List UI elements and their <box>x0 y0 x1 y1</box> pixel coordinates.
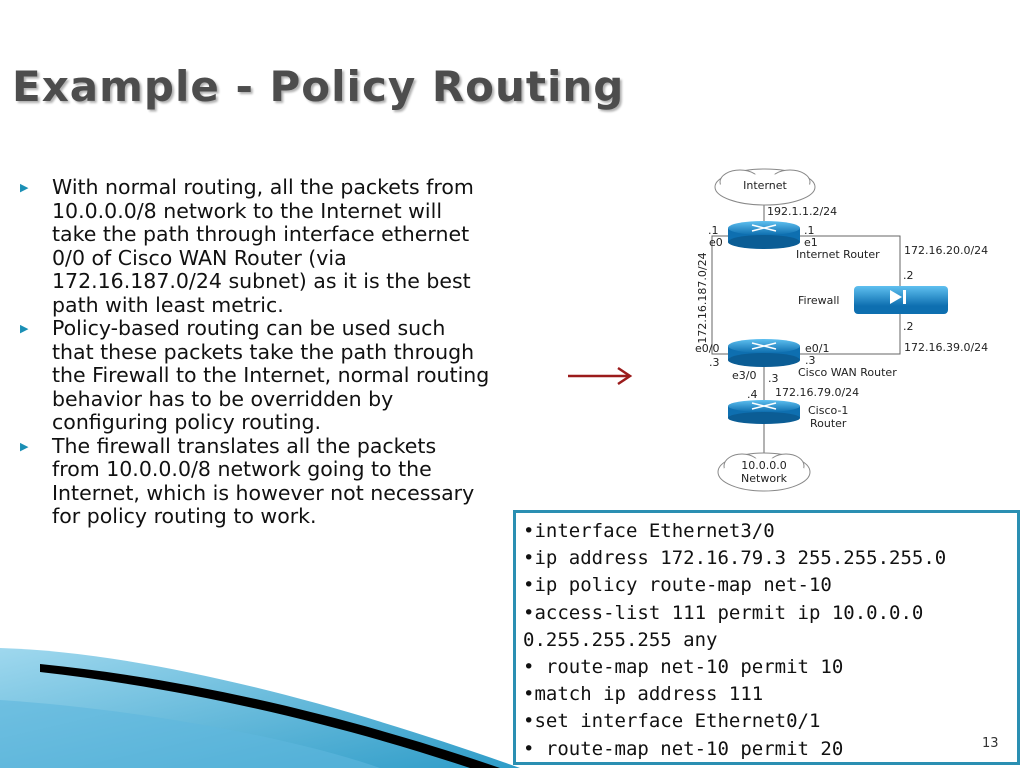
config-line: • route-map net-10 permit 20 <box>523 737 844 760</box>
bullet-triangle-icon: ▶ <box>20 181 29 194</box>
internet-router-icon <box>728 221 800 249</box>
link-firewall-wan <box>800 314 901 355</box>
subnet-left-label: 172.16.187.0/24 <box>696 252 709 343</box>
bullet-text: With normal routing, all the packets fro… <box>52 175 474 317</box>
firewall-icon <box>854 286 948 314</box>
bullet-triangle-icon: ▶ <box>20 439 29 453</box>
bullet-item: ▶ The firewall translates all the packets… <box>20 433 490 529</box>
link-ir-firewall <box>800 235 901 292</box>
config-line: •set interface Ethernet0/1 <box>523 710 821 733</box>
bullet-item: ▶ With normal routing, all the packets f… <box>20 175 490 317</box>
ir-e1-label: e1 <box>804 236 818 249</box>
c1-num: .4 <box>747 388 758 401</box>
link-ir-wan <box>711 235 728 355</box>
subnet-right-top-label: 172.16.20.0/24 <box>904 244 988 257</box>
ir-e0-label: e0 <box>709 236 723 249</box>
bullet-item: ▶ Policy-based routing can be used such t… <box>20 316 490 435</box>
config-line: •ip address 172.16.79.3 255.255.255.0 <box>523 547 947 570</box>
slide-number: 13 <box>982 736 999 751</box>
bullet-text: The firewall translates all the packets … <box>52 433 475 528</box>
subnet-bottom-label: 172.16.79.0/24 <box>775 386 859 399</box>
ir-e1-num: .1 <box>804 224 815 237</box>
fw-top-num: .2 <box>903 269 914 282</box>
config-line: •match ip address 111 <box>523 683 764 706</box>
network-label-line2: Network <box>741 472 788 485</box>
cisco1-label-line1: Cisco-1 <box>808 404 848 417</box>
wan-e00-num: .3 <box>709 356 720 369</box>
bullet-text: Policy-based routing can be used such th… <box>52 316 490 434</box>
network-label-line1: 10.0.0.0 <box>741 459 786 472</box>
config-line: 0.255.255.255 any <box>523 628 718 651</box>
config-line: •access-list 111 permit ip 10.0.0.0 <box>523 601 924 624</box>
firewall-label: Firewall <box>798 294 839 307</box>
arrow-icon <box>568 366 633 386</box>
internet-router-label: Internet Router <box>796 248 880 261</box>
swoosh-light <box>0 700 380 768</box>
wan-router-icon <box>728 339 800 367</box>
slide-title: Example - Policy Routing <box>12 62 625 111</box>
wan-e00-label: e0/0 <box>695 342 719 355</box>
wan-router-label: Cisco WAN Router <box>798 366 897 379</box>
cisco1-router-icon <box>728 400 800 424</box>
bullet-triangle-icon: ▶ <box>20 322 29 335</box>
config-line: •ip policy route-map net-10 <box>523 574 832 597</box>
bullet-list: ▶ With normal routing, all the packets f… <box>20 175 490 529</box>
fw-bottom-num: .2 <box>903 320 914 333</box>
config-box: •interface Ethernet3/0 •ip address 172.1… <box>513 510 1020 765</box>
swoosh-black <box>40 664 500 768</box>
wan-e30-num: .3 <box>768 372 779 385</box>
cisco1-label-line2: Router <box>810 417 847 430</box>
network-cloud-icon <box>717 452 811 492</box>
wan-e01-num: .3 <box>805 354 816 367</box>
config-line: • route-map net-10 permit 10 <box>523 656 844 679</box>
internet-label: Internet <box>743 179 787 192</box>
wan-e01-label: e0/1 <box>805 342 829 355</box>
wan-e30-label: e3/0 <box>732 369 756 382</box>
subnet-top-label: 192.1.1.2/24 <box>767 205 837 218</box>
internet-cloud-icon <box>714 168 816 206</box>
config-line: •interface Ethernet3/0 <box>523 520 775 542</box>
ir-e0-num: .1 <box>708 224 719 237</box>
subnet-right-bottom-label: 172.16.39.0/24 <box>904 341 988 354</box>
